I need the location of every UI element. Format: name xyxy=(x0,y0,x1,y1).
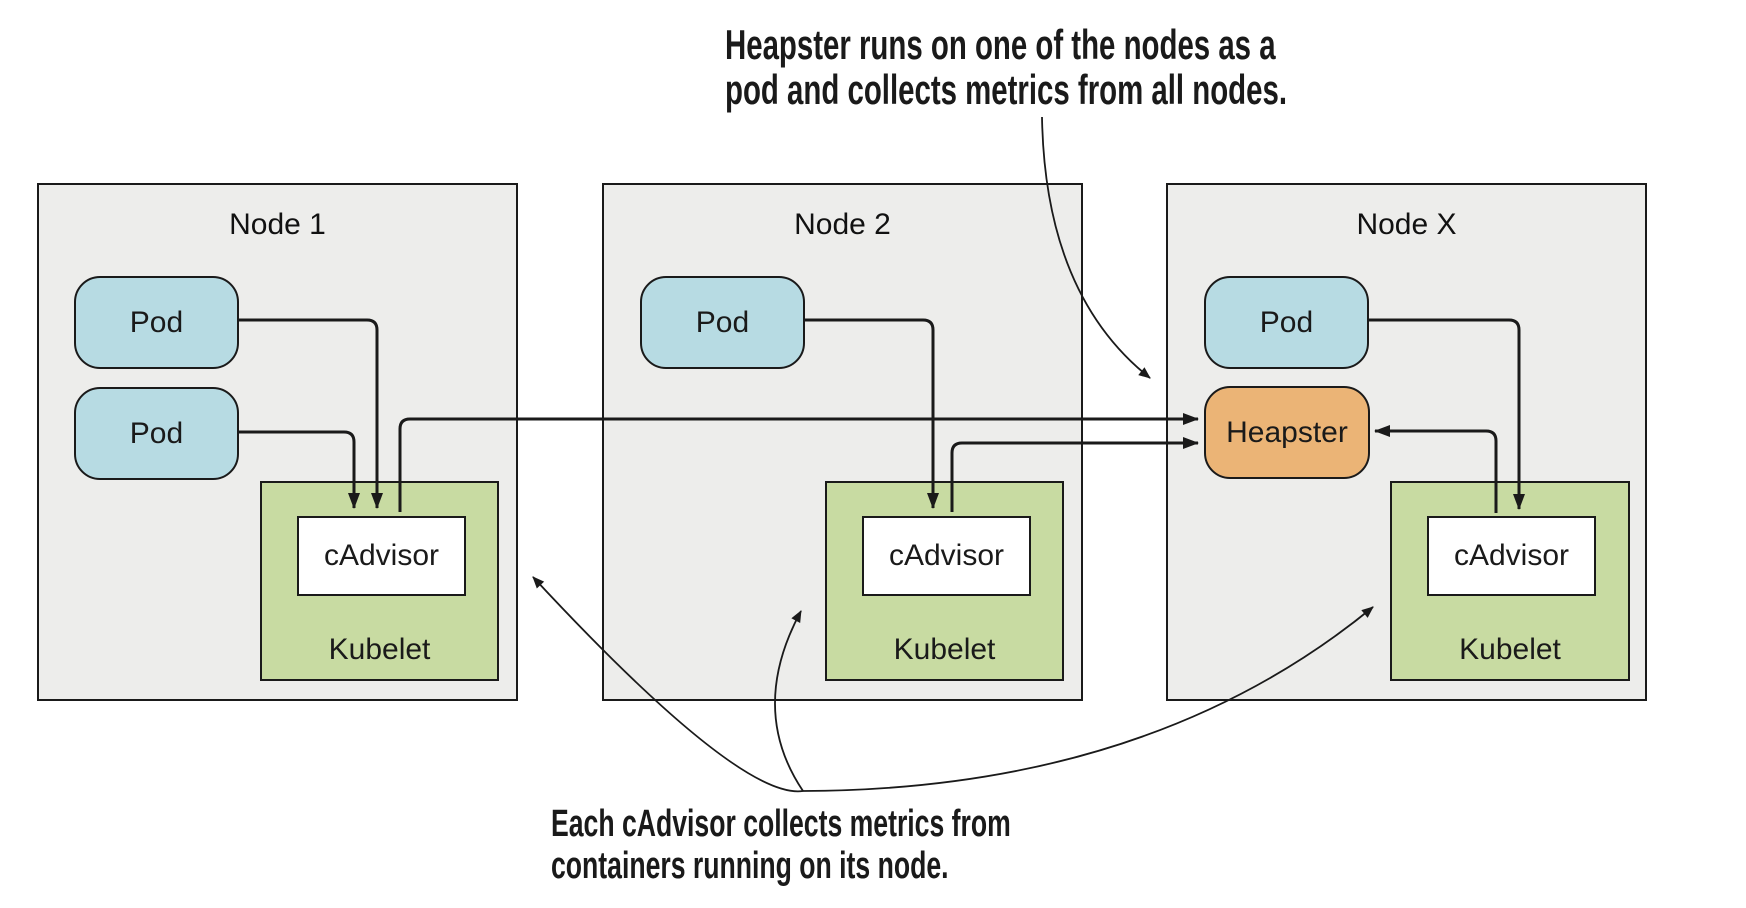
node-2-title: Node 2 xyxy=(794,208,891,241)
node-x-cadvisor-label: cAdvisor xyxy=(1453,539,1570,572)
node-2-pod-1: Pod xyxy=(640,276,805,369)
node-2-box: Node 2 Pod cAdvisor Kubelet xyxy=(602,183,1083,701)
node-1-pod-2: Pod xyxy=(74,387,239,480)
node-x-cadvisor-box: cAdvisor xyxy=(1427,516,1596,596)
node-x-kubelet-label: Kubelet xyxy=(1459,633,1561,666)
node-1-pod-2-label: Pod xyxy=(129,416,184,450)
annotation-heapster-line1: Heapster runs on one of the nodes as a xyxy=(725,21,1276,68)
node-2-pod-1-label: Pod xyxy=(695,305,750,339)
node-2-kubelet-box: cAdvisor Kubelet xyxy=(825,481,1064,681)
node-2-cadvisor-box: cAdvisor xyxy=(862,516,1031,596)
node-1-pod-1-label: Pod xyxy=(129,305,184,339)
heapster-box: Heapster xyxy=(1204,386,1370,479)
node-x-title: Node X xyxy=(1356,208,1457,241)
annotation-cadvisor: Each cAdvisor collects metrics from cont… xyxy=(551,803,1011,887)
node-1-cadvisor-label: cAdvisor xyxy=(323,539,440,572)
node-x-pod-1-label: Pod xyxy=(1259,305,1314,339)
node-1-title: Node 1 xyxy=(229,208,326,241)
node-x-pod-1: Pod xyxy=(1204,276,1369,369)
annotation-heapster: Heapster runs on one of the nodes as a p… xyxy=(725,22,1287,112)
annotation-cadvisor-line1: Each cAdvisor collects metrics from xyxy=(551,803,1011,845)
node-1-kubelet-label: Kubelet xyxy=(328,633,431,666)
node-1-box: Node 1 Pod Pod cAdvisor Kubelet xyxy=(37,183,518,701)
node-1-kubelet-box: cAdvisor Kubelet xyxy=(260,481,499,681)
node-1-pod-1: Pod xyxy=(74,276,239,369)
heapster-label: Heapster xyxy=(1226,415,1348,449)
annotation-heapster-line2: pod and collects metrics from all nodes. xyxy=(725,66,1288,113)
node-2-kubelet-label: Kubelet xyxy=(893,633,996,666)
node-x-kubelet-box: cAdvisor Kubelet xyxy=(1390,481,1630,681)
node-1-cadvisor-box: cAdvisor xyxy=(297,516,466,596)
node-2-cadvisor-label: cAdvisor xyxy=(888,539,1005,572)
annotation-cadvisor-line2: containers running on its node. xyxy=(551,845,949,887)
node-x-box: Node X Pod Heapster cAdvisor Kubelet xyxy=(1166,183,1647,701)
